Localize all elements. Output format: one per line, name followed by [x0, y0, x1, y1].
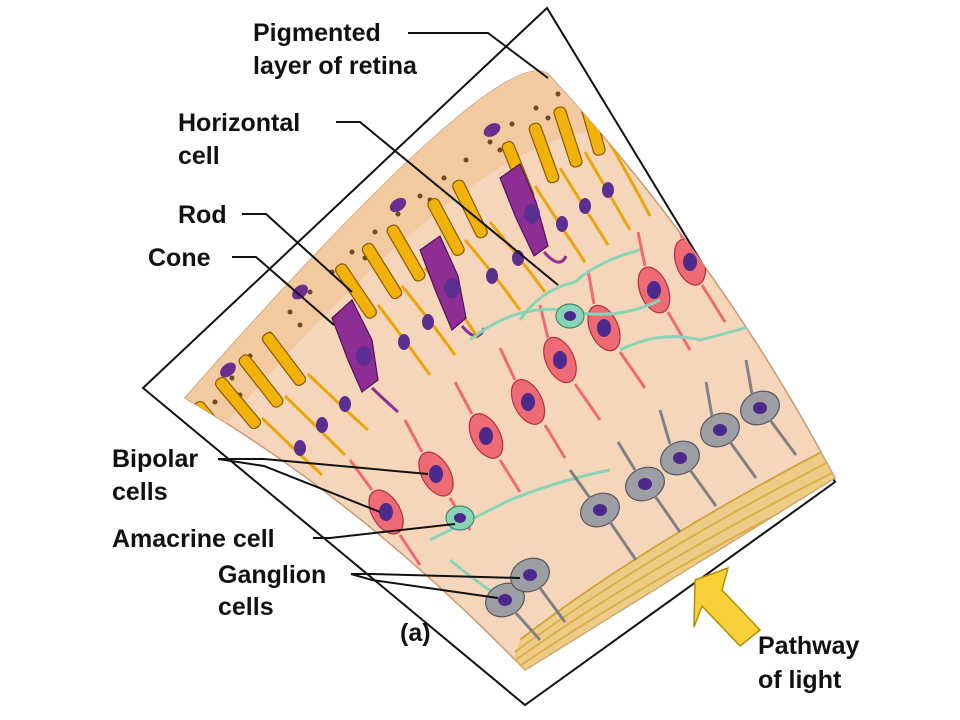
labels: Pigmented layer of retina Horizontal cel… [112, 19, 860, 694]
leader-lines [217, 32, 559, 599]
label-cone: Cone [148, 244, 211, 272]
label-horizontal-2: cell [178, 142, 220, 170]
label-rod: Rod [178, 201, 227, 229]
label-bipolar-1: Bipolar [112, 445, 198, 473]
label-pigmented-1: Pigmented [253, 19, 381, 47]
label-ganglion-1: Ganglion [218, 561, 326, 589]
label-pathway-2: of light [758, 666, 842, 694]
section-frame [141, 6, 837, 707]
label-bipolar-2: cells [112, 478, 168, 506]
label-pathway-1: Pathway [758, 632, 860, 660]
label-pigmented-2: layer of retina [253, 52, 418, 80]
light-pathway-arrow [693, 566, 762, 648]
label-ganglion-2: cells [218, 593, 274, 621]
cone-cells [331, 163, 549, 393]
label-amacrine: Amacrine cell [112, 525, 275, 553]
label-horizontal-1: Horizontal [178, 109, 300, 137]
label-panel: (a) [400, 619, 431, 647]
